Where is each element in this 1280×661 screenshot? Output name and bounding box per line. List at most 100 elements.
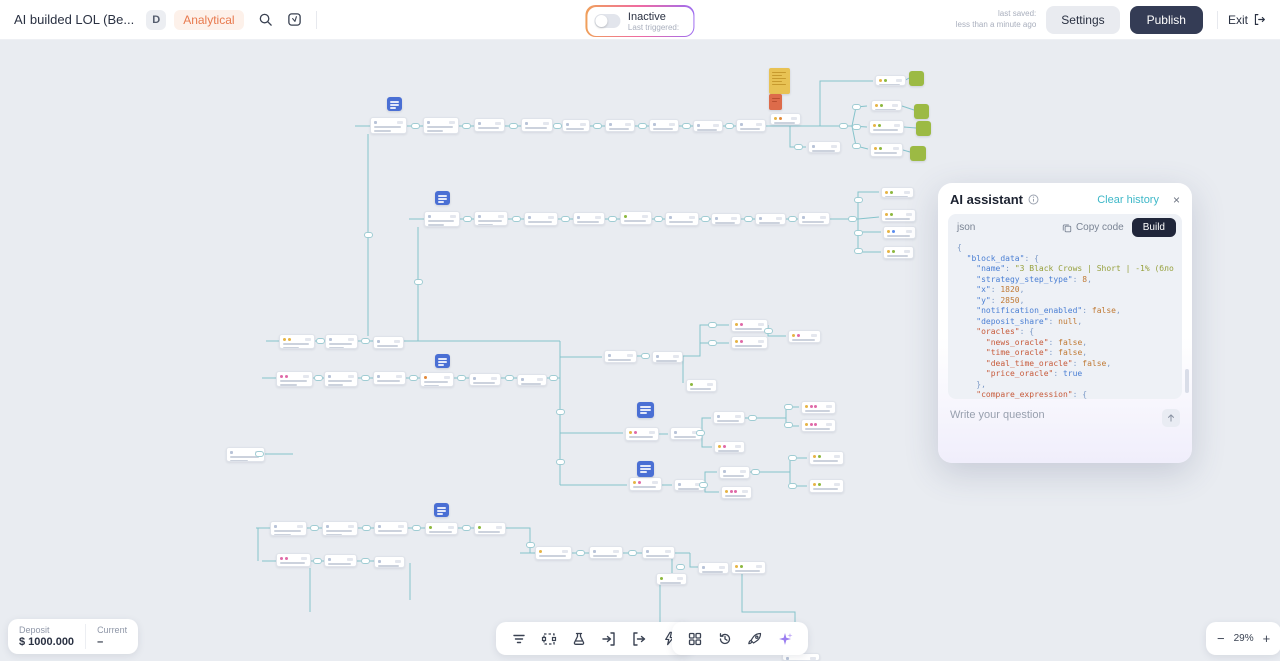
canvas-node[interactable]	[883, 246, 914, 259]
link-connector[interactable]	[851, 124, 861, 130]
link-connector[interactable]	[552, 123, 562, 129]
canvas-node[interactable]	[808, 141, 841, 153]
note-block[interactable]	[637, 461, 654, 477]
canvas-node[interactable]	[788, 330, 821, 343]
canvas-node[interactable]	[276, 553, 311, 567]
question-input[interactable]: Write your question	[938, 399, 1192, 427]
link-connector[interactable]	[681, 123, 691, 129]
link-connector[interactable]	[853, 248, 863, 254]
canvas-node[interactable]	[770, 113, 801, 125]
canvas-node[interactable]	[809, 451, 844, 465]
sign-in-icon[interactable]	[594, 622, 624, 655]
comment-icon[interactable]	[287, 12, 302, 27]
note-block[interactable]	[435, 354, 450, 368]
note-block[interactable]	[637, 402, 654, 418]
link-connector[interactable]	[627, 550, 637, 556]
canvas-node[interactable]	[425, 522, 458, 535]
link-connector[interactable]	[724, 123, 734, 129]
canvas-node[interactable]	[474, 522, 506, 535]
link-connector[interactable]	[592, 123, 602, 129]
link-connector[interactable]	[508, 123, 518, 129]
link-connector[interactable]	[456, 375, 466, 381]
info-icon[interactable]	[1028, 194, 1039, 205]
link-connector[interactable]	[607, 216, 617, 222]
link-connector[interactable]	[743, 216, 753, 222]
clear-history-button[interactable]: Clear history	[1097, 193, 1159, 206]
link-connector[interactable]	[504, 375, 514, 381]
canvas-node[interactable]	[674, 479, 705, 491]
link-connector[interactable]	[783, 404, 793, 410]
publish-button[interactable]: Publish	[1129, 5, 1203, 34]
canvas-node[interactable]	[798, 212, 830, 225]
build-button[interactable]: Build	[1131, 218, 1176, 237]
canvas-node[interactable]	[721, 486, 752, 499]
canvas-node[interactable]	[665, 212, 699, 226]
canvas-node[interactable]	[325, 334, 358, 349]
canvas-node[interactable]	[474, 211, 508, 226]
sticky-note[interactable]	[769, 68, 790, 94]
canvas-node[interactable]	[731, 561, 766, 574]
canvas-node[interactable]	[870, 143, 903, 157]
canvas-node[interactable]	[474, 118, 505, 132]
panel-scrollbar[interactable]	[1185, 369, 1189, 393]
link-connector[interactable]	[851, 143, 861, 149]
canvas-node[interactable]	[693, 120, 723, 132]
canvas-node[interactable]	[469, 373, 501, 386]
active-toggle[interactable]	[593, 14, 620, 28]
link-connector[interactable]	[847, 216, 857, 222]
link-connector[interactable]	[361, 525, 371, 531]
canvas-node[interactable]	[535, 546, 572, 560]
link-connector[interactable]	[548, 375, 558, 381]
link-connector[interactable]	[312, 558, 322, 564]
link-connector[interactable]	[462, 216, 472, 222]
canvas-node[interactable]	[604, 350, 637, 363]
canvas-node[interactable]	[642, 546, 675, 559]
link-connector[interactable]	[363, 232, 373, 238]
link-connector[interactable]	[555, 409, 565, 415]
link-connector[interactable]	[360, 338, 370, 344]
link-connector[interactable]	[637, 123, 647, 129]
send-button[interactable]	[1162, 409, 1180, 427]
canvas-node[interactable]	[605, 119, 635, 132]
canvas-node[interactable]	[736, 119, 766, 132]
link-connector[interactable]	[461, 123, 471, 129]
canvas-node[interactable]	[670, 427, 702, 440]
link-connector[interactable]	[698, 482, 708, 488]
canvas-node[interactable]	[620, 211, 652, 225]
canvas-node[interactable]	[881, 187, 914, 198]
sticky-note[interactable]	[769, 94, 782, 110]
link-connector[interactable]	[408, 375, 418, 381]
canvas-node[interactable]	[373, 371, 406, 385]
canvas-node[interactable]	[524, 212, 558, 226]
link-connector[interactable]	[851, 104, 861, 110]
settings-button[interactable]: Settings	[1046, 5, 1120, 34]
result-block[interactable]	[909, 71, 924, 86]
canvas-node[interactable]	[276, 371, 313, 387]
link-connector[interactable]	[653, 216, 663, 222]
canvas-node[interactable]	[649, 119, 679, 132]
canvas-node[interactable]	[719, 466, 750, 479]
ai-sparkles-icon[interactable]	[770, 622, 800, 655]
link-connector[interactable]	[560, 216, 570, 222]
canvas-node[interactable]	[324, 371, 358, 387]
canvas-node[interactable]	[270, 521, 307, 536]
link-connector[interactable]	[410, 123, 420, 129]
canvas-node[interactable]	[714, 441, 745, 453]
canvas-node[interactable]	[731, 319, 768, 332]
result-block[interactable]	[916, 121, 931, 136]
canvas-node[interactable]	[686, 379, 717, 392]
canvas-node[interactable]	[809, 479, 844, 493]
canvas-node[interactable]	[562, 119, 590, 132]
link-connector[interactable]	[695, 430, 705, 436]
link-connector[interactable]	[747, 415, 757, 421]
canvas-node[interactable]	[373, 336, 404, 349]
canvas-node[interactable]	[755, 213, 786, 225]
note-block[interactable]	[435, 191, 450, 205]
link-connector[interactable]	[461, 525, 471, 531]
exit-button[interactable]: Exit	[1228, 13, 1266, 27]
canvas-node[interactable]	[656, 573, 687, 585]
result-block[interactable]	[910, 146, 926, 161]
canvas-node[interactable]	[883, 226, 916, 239]
link-connector[interactable]	[315, 338, 325, 344]
